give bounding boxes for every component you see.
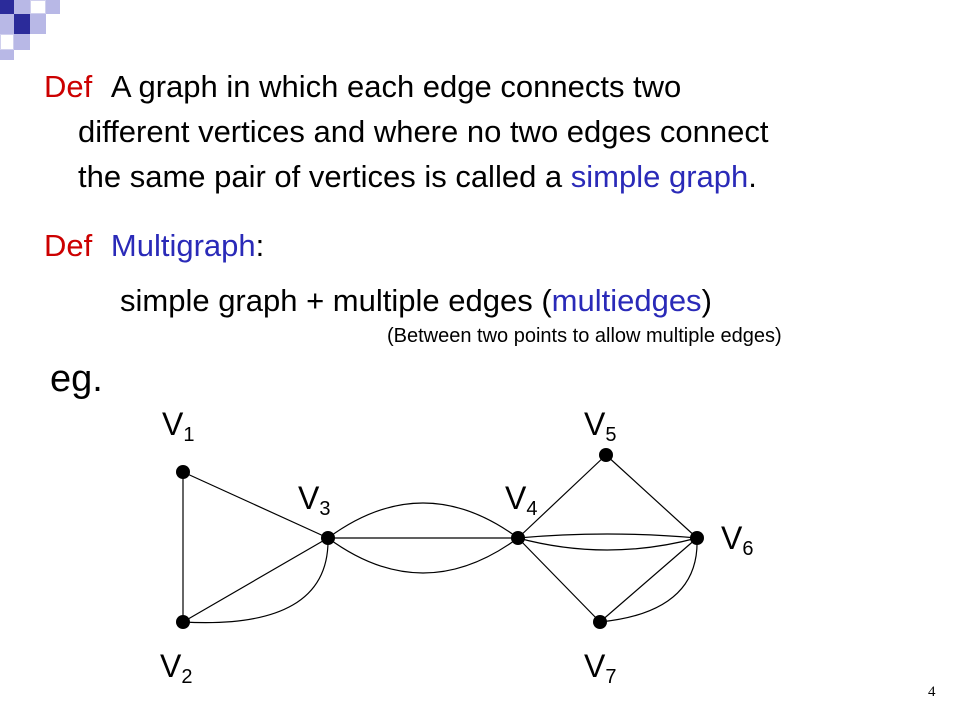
edge-v4-v6: [517, 533, 698, 539]
vertex-letter: V: [584, 648, 606, 684]
def2-colon: :: [255, 228, 265, 263]
edge-v4-v7: [517, 537, 601, 623]
def2-keyword: Def: [44, 228, 93, 263]
vertex-subscript: 6: [742, 538, 754, 560]
vertex-v2: [176, 615, 190, 629]
vertex-label-v6: V6: [721, 520, 753, 567]
def2-line: Def Multigraph:: [44, 226, 264, 266]
vertex-subscript: 3: [319, 498, 331, 520]
vertex-subscript: 7: [605, 666, 617, 688]
vertex-label-v1: V1: [162, 406, 194, 453]
def1-text-line1: A graph in which each edge connects two: [110, 69, 682, 104]
vertex-subscript: 5: [605, 424, 617, 446]
logo-square: [0, 0, 14, 14]
def1-term: simple graph: [570, 159, 749, 194]
logo-square: [0, 50, 14, 60]
note-text: (Between two points to allow multiple ed…: [387, 325, 782, 347]
vertex-v5: [599, 448, 613, 462]
formula-post: ): [701, 283, 712, 318]
vertex-letter: V: [584, 406, 606, 442]
logo-square: [30, 0, 46, 14]
edge-v5-v6: [605, 454, 698, 539]
vertex-subscript: 1: [183, 424, 195, 446]
edge-v4-v6: [517, 537, 698, 551]
edge-v3-v4: [327, 502, 519, 539]
edge-v4-v5: [517, 454, 607, 539]
vertex-label-v7: V7: [584, 648, 616, 695]
logo-square: [14, 34, 30, 50]
vertex-letter: V: [162, 406, 184, 442]
vertex-label-v4: V4: [505, 480, 537, 527]
def2-term: Multigraph: [110, 228, 256, 263]
edge-v7-v6: [599, 537, 698, 623]
def1-line3: the same pair of vertices is called a si…: [78, 157, 757, 197]
vertex-letter: V: [505, 480, 527, 516]
formula-term: multiedges: [551, 283, 702, 318]
vertex-label-v2: V2: [160, 648, 192, 695]
edge-v1-v3: [182, 471, 329, 539]
def1-line2: different vertices and where no two edge…: [78, 114, 769, 149]
def1-keyword: Def: [44, 69, 93, 104]
eg-label: eg.: [50, 358, 103, 400]
logo-square: [14, 14, 30, 34]
vertex-v6: [690, 531, 704, 545]
vertex-letter: V: [721, 520, 743, 556]
logo-square: [0, 34, 14, 50]
edge-v2-v3: [182, 537, 329, 623]
edge-v2-v3: [182, 537, 329, 624]
vertex-label-v5: V5: [584, 406, 616, 453]
vertex-v1: [176, 465, 190, 479]
edge-v7-v6: [599, 537, 698, 623]
page-number: 4: [928, 684, 936, 700]
formula-line: simple graph + multiple edges (multiedge…: [120, 281, 712, 321]
logo-square: [0, 14, 14, 34]
vertex-letter: V: [298, 480, 320, 516]
vertex-subscript: 4: [526, 498, 538, 520]
vertex-label-v3: V3: [298, 480, 330, 527]
vertex-v4: [511, 531, 525, 545]
def1-line1: Def A graph in which each edge connects …: [44, 67, 681, 107]
formula-pre: simple graph + multiple edges (: [120, 283, 552, 318]
logo-square: [14, 0, 30, 14]
vertex-v7: [593, 615, 607, 629]
corner-logo: [0, 0, 90, 60]
vertex-subscript: 2: [181, 666, 193, 688]
edge-v3-v4: [327, 537, 519, 574]
def1-line3-pre: the same pair of vertices is called a: [78, 159, 571, 194]
def1-line3-post: .: [748, 159, 757, 194]
logo-square: [46, 0, 60, 14]
vertex-letter: V: [160, 648, 182, 684]
vertex-v3: [321, 531, 335, 545]
logo-square: [30, 14, 46, 34]
